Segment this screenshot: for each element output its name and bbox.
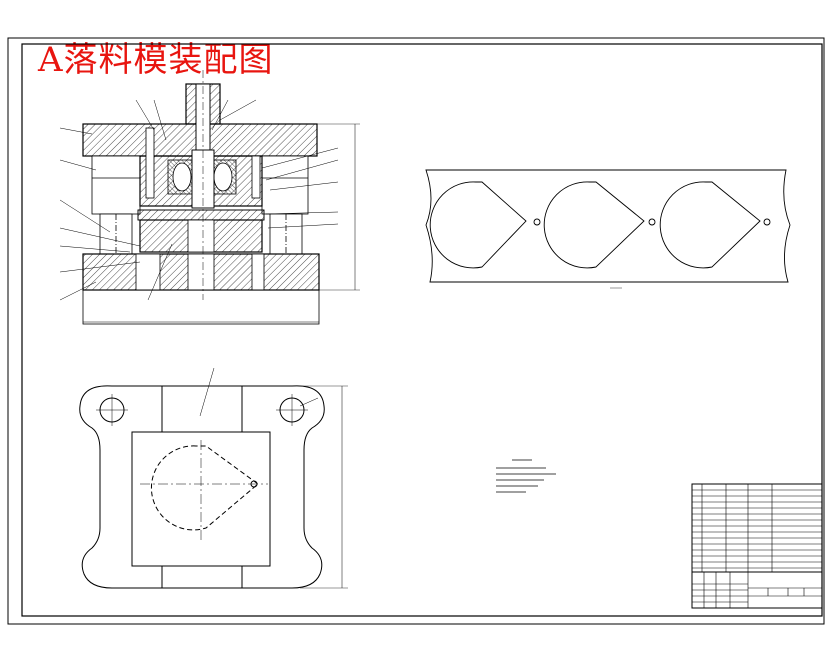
outer-border (7, 37, 825, 625)
inner-border (21, 43, 823, 617)
blank-2 (543, 181, 645, 269)
blank-3 (659, 181, 761, 269)
drawing-title: A落料模装配图 (38, 40, 274, 80)
blank-1 (429, 181, 527, 269)
strip-layout (425, 169, 791, 289)
main-section (59, 70, 360, 325)
title-block (691, 483, 823, 609)
lower-die-plan (79, 367, 348, 589)
technical-requirements (496, 459, 556, 493)
